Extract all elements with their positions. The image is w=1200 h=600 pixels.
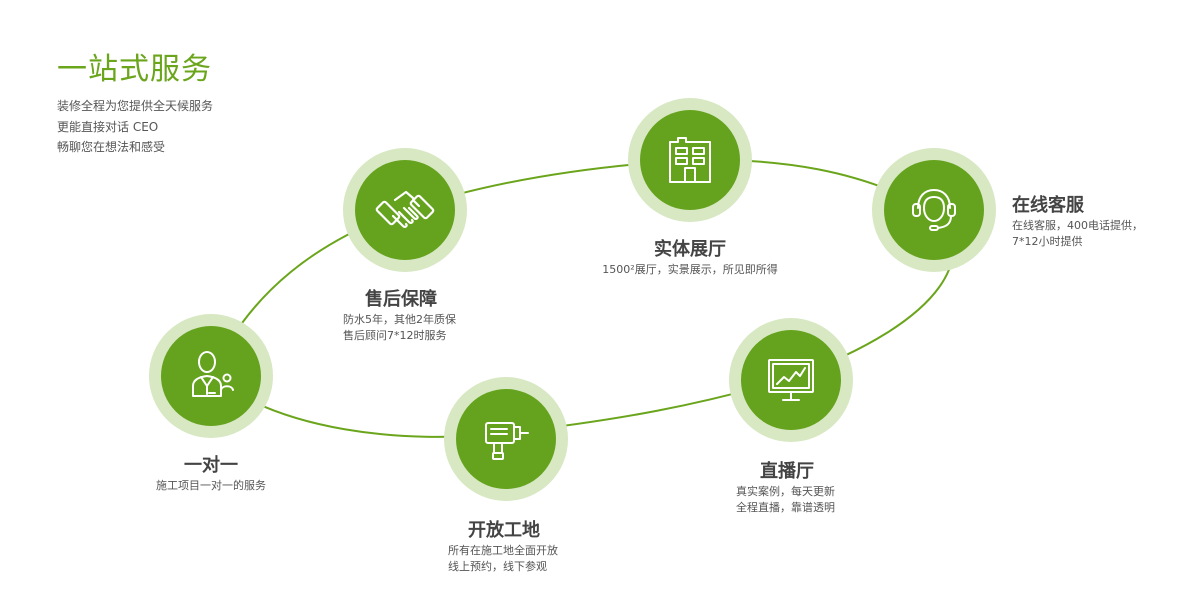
label-live-hall: 直播厅 真实案例，每天更新 全程直播，靠谱透明 <box>736 460 896 516</box>
service-desc: 全程直播，靠谱透明 <box>736 501 835 514</box>
service-node-open-site[interactable] <box>444 377 568 501</box>
service-title: 一对一 <box>184 455 238 476</box>
node-core <box>456 389 556 489</box>
service-title: 实体展厅 <box>654 239 726 260</box>
service-node-after-sales[interactable] <box>343 148 467 272</box>
service-desc: 售后顾问7*12时服务 <box>343 329 447 342</box>
service-title: 开放工地 <box>468 520 540 541</box>
service-title: 售后保障 <box>365 289 437 310</box>
label-one-on-one: 一对一 施工项目一对一的服务 <box>140 454 282 494</box>
service-node-live-hall[interactable] <box>729 318 853 442</box>
intro-block: 一站式服务 装修全程为您提供全天候服务 更能直接对话 CEO 畅聊您在想法和感受 <box>57 50 213 158</box>
monitor-chart-icon <box>768 359 814 401</box>
intro-line-2: 更能直接对话 CEO <box>57 119 159 134</box>
node-core <box>161 326 261 426</box>
node-core <box>640 110 740 210</box>
service-title: 直播厅 <box>760 461 814 482</box>
label-online-support: 在线客服 在线客服，400电话提供， 7*12小时提供 <box>1012 194 1192 250</box>
intro-line-1: 装修全程为您提供全天候服务 <box>57 99 214 113</box>
service-desc: 施工项目一对一的服务 <box>156 479 266 492</box>
handshake-icon <box>375 190 435 228</box>
service-node-showroom[interactable] <box>628 98 752 222</box>
node-core <box>741 330 841 430</box>
label-open-site: 开放工地 所有在施工地全面开放 线上预约，线下参观 <box>448 519 618 575</box>
drill-icon <box>485 422 529 460</box>
service-desc: 真实案例，每天更新 <box>736 485 835 498</box>
label-showroom: 实体展厅 1500²展厅，实景展示，所见即所得 <box>590 238 790 278</box>
headset-icon <box>912 189 956 231</box>
label-after-sales: 售后保障 防水5年，其他2年质保 售后顾问7*12时服务 <box>343 288 513 344</box>
building-icon <box>669 137 711 183</box>
consultant-icon <box>192 351 234 397</box>
service-desc: 防水5年，其他2年质保 <box>343 313 456 326</box>
service-title: 在线客服 <box>1012 195 1084 216</box>
intro-title: 一站式服务 <box>57 52 212 87</box>
service-desc: 所有在施工地全面开放 <box>448 544 558 557</box>
intro-line-3: 畅聊您在想法和感受 <box>57 140 166 154</box>
service-desc: 1500²展厅，实景展示，所见即所得 <box>602 263 778 276</box>
node-core <box>884 160 984 260</box>
service-desc: 在线客服，400电话提供， <box>1012 219 1143 232</box>
service-node-online-support[interactable] <box>872 148 996 272</box>
service-desc: 7*12小时提供 <box>1012 235 1083 248</box>
node-core <box>355 160 455 260</box>
service-node-one-on-one[interactable] <box>149 314 273 438</box>
service-desc: 线上预约，线下参观 <box>448 560 547 573</box>
